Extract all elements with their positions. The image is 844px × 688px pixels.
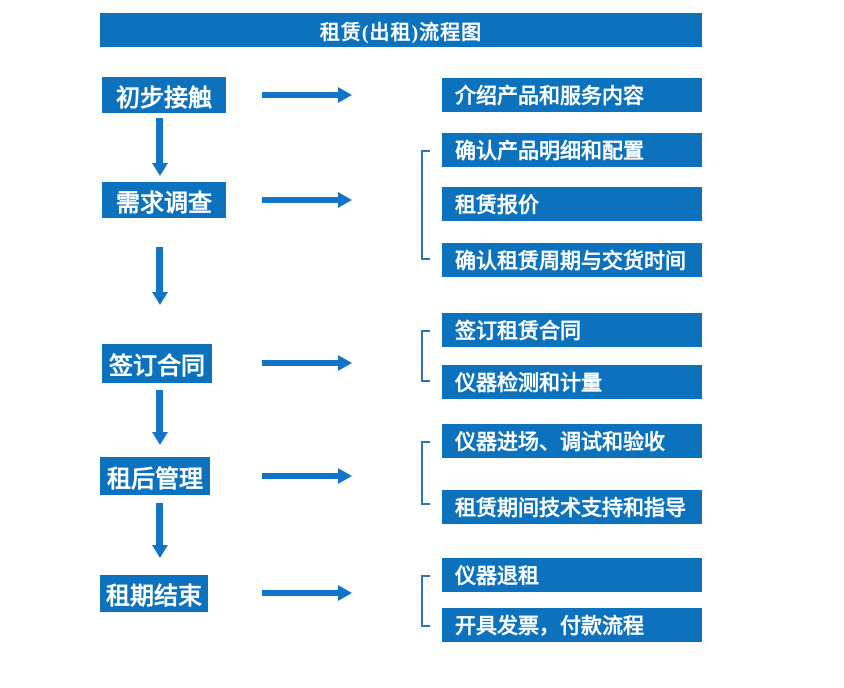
detail-confirm-product-details: 确认产品明细和配置: [442, 133, 702, 167]
step-sign-contract: 签订合同: [102, 344, 212, 383]
down-arrow-connector-1: [152, 118, 168, 176]
arrow-shaft: [262, 473, 340, 479]
group-bracket-demand-survey: [421, 150, 430, 260]
arrow-shaft: [156, 118, 163, 164]
step-lease-end: 租期结束: [100, 575, 208, 612]
group-bracket-post-rental: [421, 441, 430, 505]
down-arrow-connector-3: [152, 390, 168, 445]
group-bracket-sign-contract: [421, 330, 430, 382]
step-initial-contact: 初步接触: [102, 77, 226, 113]
group-bracket-lease-end: [421, 575, 430, 627]
arrow-shaft: [156, 247, 163, 293]
detail-instrument-return: 仪器退租: [442, 558, 702, 592]
detail-instrument-testing: 仪器检测和计量: [442, 365, 702, 399]
arrow-shaft: [262, 197, 340, 203]
right-arrow-connector-1: [262, 87, 352, 103]
page-title: 租赁(出租)流程图: [100, 13, 702, 47]
down-arrowhead-icon: [152, 292, 168, 305]
arrow-shaft: [156, 390, 163, 433]
arrow-shaft: [262, 92, 340, 98]
step-demand-survey: 需求调查: [102, 182, 226, 218]
right-arrowhead-icon: [338, 87, 352, 103]
down-arrowhead-icon: [152, 545, 168, 558]
arrow-shaft: [262, 360, 340, 366]
arrow-shaft: [156, 503, 163, 546]
detail-confirm-rental-period: 确认租赁周期与交货时间: [442, 243, 702, 277]
detail-sign-lease-contract: 签订租赁合同: [442, 313, 702, 347]
right-arrow-connector-2: [262, 192, 352, 208]
down-arrow-connector-4: [152, 503, 168, 558]
right-arrow-connector-5: [262, 585, 352, 601]
detail-introduce-products: 介绍产品和服务内容: [442, 78, 702, 112]
right-arrowhead-icon: [338, 585, 352, 601]
detail-instrument-entry-acceptance: 仪器进场、调试和验收: [442, 424, 702, 458]
detail-rental-quote: 租赁报价: [442, 187, 702, 221]
right-arrowhead-icon: [338, 468, 352, 484]
right-arrow-connector-3: [262, 355, 352, 371]
right-arrowhead-icon: [338, 355, 352, 371]
detail-invoice-payment: 开具发票，付款流程: [442, 608, 702, 642]
right-arrow-connector-4: [262, 468, 352, 484]
arrow-shaft: [262, 590, 340, 596]
detail-rental-tech-support: 租赁期间技术支持和指导: [442, 490, 702, 524]
right-arrowhead-icon: [338, 192, 352, 208]
down-arrowhead-icon: [152, 163, 168, 176]
step-post-rental-management: 租后管理: [100, 457, 210, 495]
down-arrow-connector-2: [152, 247, 168, 305]
down-arrowhead-icon: [152, 432, 168, 445]
